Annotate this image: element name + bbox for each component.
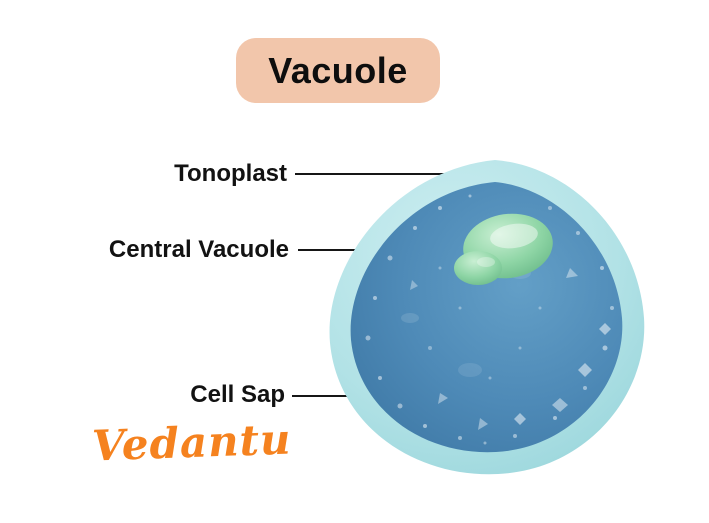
cell-sap-speckles <box>365 194 614 445</box>
title-plate: Vacuole <box>236 38 440 103</box>
vedantu-logo: Vedantu <box>91 414 293 471</box>
cell-sap-label: Cell Sap <box>190 381 285 408</box>
tonoplast-label: Tonoplast <box>174 160 287 187</box>
cell-sap-shape <box>350 182 623 453</box>
central-vacuole-label: Central Vacuole <box>108 236 289 263</box>
page-title: Vacuole <box>268 49 408 91</box>
vacuole-illustration <box>329 160 645 475</box>
central-vacuole-shape <box>454 213 553 285</box>
tonoplast-leader-line <box>295 173 500 175</box>
